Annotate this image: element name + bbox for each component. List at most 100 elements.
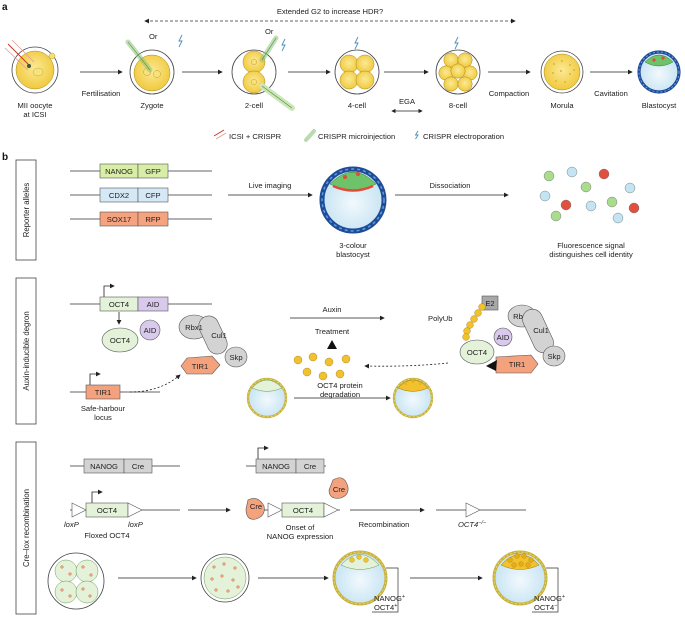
legend-microinjection: CRISPR microinjection xyxy=(318,132,395,141)
arrow-degradation-return xyxy=(364,362,449,369)
degron-embryo-after xyxy=(392,377,434,419)
or-label-1: Or xyxy=(149,32,158,41)
result-label-1: Fluorescence signal xyxy=(557,241,625,250)
cre-protein2-label: Cre xyxy=(333,485,345,494)
microinjection-icon xyxy=(304,129,316,142)
degron-side-box xyxy=(15,277,37,425)
four-cell-embryo xyxy=(334,49,380,95)
legend-icsi: ICSI + CRISPR xyxy=(229,132,282,141)
electroporation-legend-icon xyxy=(414,130,419,140)
live-imaging-label: Live imaging xyxy=(249,181,292,190)
eight-cell-label: 8-cell xyxy=(449,101,467,110)
loxp-left: loxP xyxy=(64,520,80,529)
rbx1-label: Rbx1 xyxy=(185,323,203,332)
blast-label-2: blastocyst xyxy=(336,250,371,259)
oct4-knockout-allele xyxy=(436,502,526,518)
aid-protein-label: AID xyxy=(144,326,157,335)
compaction-label: Compaction xyxy=(489,89,530,98)
callout-2 xyxy=(532,567,559,613)
tir1-box-label: TIR1 xyxy=(95,388,111,397)
fertilisation-label: Fertilisation xyxy=(82,89,121,98)
cfp-box-label: CFP xyxy=(145,191,160,200)
onset-label-1: Onset of xyxy=(286,523,316,532)
rbx1-r-label: Rbx1 xyxy=(513,312,531,321)
nanog-cre-allele: NANOG Cre xyxy=(70,458,180,474)
oct4-box2-label: OCT4 xyxy=(293,506,313,515)
cre-box-label: Cre xyxy=(132,462,144,471)
cre-recombination-complex: Cre Cre OCT4 xyxy=(245,477,349,520)
mii-oocyte xyxy=(4,39,59,94)
ega-label: EGA xyxy=(399,97,416,106)
zygote xyxy=(125,39,175,95)
scf-complex: Rbx1 Cul1 Skp TIR1 xyxy=(178,314,248,375)
polyub-scf-complex: E2 Rbx1 Cul1 Skp AID OCT4 TIR1 xyxy=(459,295,566,374)
onset-label-2: NANOG expression xyxy=(267,532,334,541)
electroporation-icon-4 xyxy=(454,36,459,50)
three-colour-blastocyst xyxy=(319,166,387,234)
cavitation-label: Cavitation xyxy=(594,89,628,98)
panel-a-letter: a xyxy=(2,2,8,13)
nanog-box-label: NANOG xyxy=(105,167,133,176)
nanog-box2-label: NANOG xyxy=(262,462,290,471)
reporter-allele-sox17: SOX17 RFP xyxy=(70,211,212,227)
two-cell-label: 2-cell xyxy=(245,101,263,110)
panel-b-letter: b xyxy=(2,152,8,163)
blastocyst-label: Blastocyst xyxy=(642,101,677,110)
dissociation-label: Dissociation xyxy=(430,181,471,190)
tir1-protein-label: TIR1 xyxy=(192,362,208,371)
degradation-label-2: degradation xyxy=(320,390,360,399)
eight-cell-embryo xyxy=(435,49,481,95)
skp-r-label: Skp xyxy=(547,352,560,361)
mii-label-2: at ICSI xyxy=(23,110,46,119)
two-cell-embryo xyxy=(231,35,295,111)
skp-label: Skp xyxy=(229,353,242,362)
oct4-aid-allele: OCT4 AID xyxy=(70,283,212,325)
g2-note: Extended G2 to increase HDR? xyxy=(277,7,383,16)
cdx2-box-label: CDX2 xyxy=(109,191,129,200)
icsi-icon xyxy=(213,129,225,137)
knockout-label: OCT4−/− xyxy=(458,520,487,529)
legend: ICSI + CRISPR CRISPR microinjection CRIS… xyxy=(213,129,504,142)
cre-box2-label: Cre xyxy=(304,462,316,471)
crelox-ann2-l2: OCT4− xyxy=(534,603,557,612)
nanog-box-label: NANOG xyxy=(90,462,118,471)
degraded-fragments xyxy=(293,352,351,381)
mii-label-1: MII oocyte xyxy=(17,101,52,110)
crelox-side-label: Cre–lox recombination xyxy=(22,489,31,567)
auxin-label: Auxin xyxy=(323,305,342,314)
electroporation-icon-3 xyxy=(354,36,359,50)
blastocyst-a xyxy=(637,50,681,94)
dissociated-cells xyxy=(539,166,640,224)
reporter-allele-cdx2: CDX2 CFP xyxy=(70,187,212,203)
polyub-label: PolyUb xyxy=(428,314,452,323)
crelox-blastocyst-2 xyxy=(492,550,548,606)
auxin-triangle xyxy=(327,340,337,349)
rfp-box-label: RFP xyxy=(145,215,160,224)
reporter-side-box xyxy=(15,159,37,261)
treatment-label: Treatment xyxy=(315,327,350,336)
safe-harbour-1: Safe-harbour xyxy=(81,404,126,413)
aid-r-label: AID xyxy=(497,333,510,342)
oct4-floxed-label: OCT4 xyxy=(97,506,117,515)
cul1-label: Cul1 xyxy=(211,331,227,340)
zygote-label: Zygote xyxy=(140,101,163,110)
recombination-label: Recombination xyxy=(359,520,410,529)
crelox-embryo-morula xyxy=(200,553,250,603)
reporter-allele-nanog: NANOG GFP xyxy=(70,163,212,179)
crelox-ann2-l1: NANOG+ xyxy=(534,594,565,603)
result-label-2: distinguishes cell identity xyxy=(549,250,633,259)
degron-embryo-before xyxy=(246,377,288,419)
crelox-ann1-l1: NANOG+ xyxy=(374,594,405,603)
e2-label: E2 xyxy=(485,299,494,308)
nanog-cre-expressed: NANOG Cre xyxy=(246,445,326,474)
or-label-2: Or xyxy=(265,27,274,36)
aid-box-label: AID xyxy=(147,300,160,309)
degradation-label-1: OCT4 protein xyxy=(317,381,363,390)
morula xyxy=(540,50,584,94)
floxed-label: Floxed OCT4 xyxy=(84,531,129,540)
gfp-box-label: GFP xyxy=(145,167,161,176)
reporter-side-label: Reporter alleles xyxy=(22,183,31,238)
oct4-aid-protein: OCT4 AID xyxy=(101,319,161,353)
four-cell-label: 4-cell xyxy=(348,101,366,110)
